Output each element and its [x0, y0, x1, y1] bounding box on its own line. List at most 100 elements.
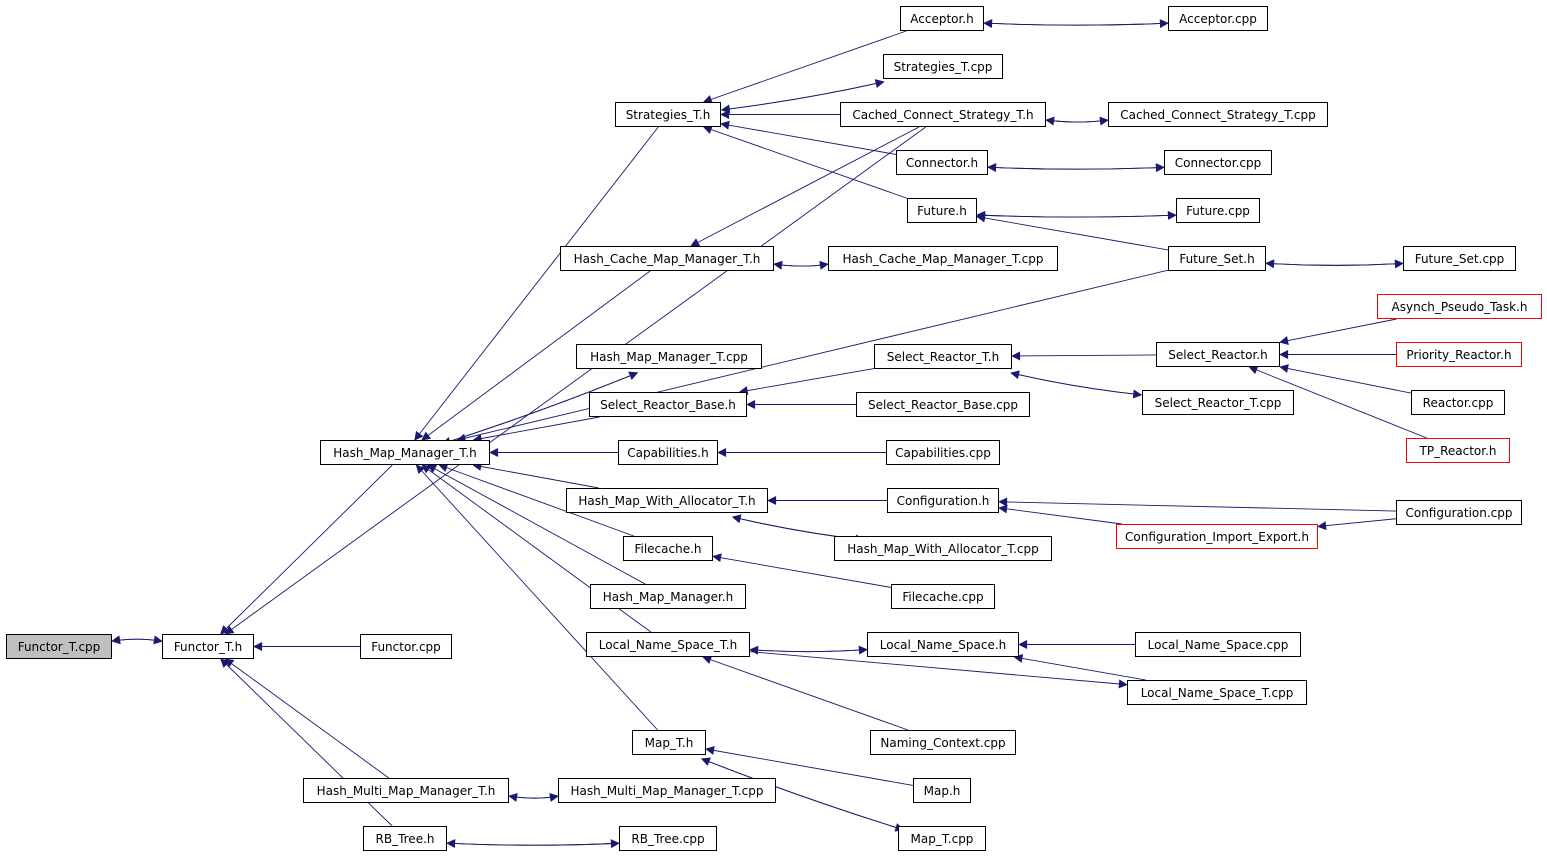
node-hash-cache-map-manager-t-cpp[interactable]: Hash_Cache_Map_Manager_T.cpp — [828, 246, 1058, 271]
node-cached-connect-strategy-t-h[interactable]: Cached_Connect_Strategy_T.h — [840, 102, 1046, 127]
node-acceptor-cpp[interactable]: Acceptor.cpp — [1168, 6, 1268, 31]
edge-cached_connect_strategy_t_cpp-to-cached_connect_strategy_t_h — [1045, 116, 1109, 126]
node-connector-h[interactable]: Connector.h — [896, 150, 988, 175]
node-label: Future_Set.h — [1179, 251, 1255, 266]
node-future-set-h[interactable]: Future_Set.h — [1168, 246, 1266, 271]
edge-filecache_h-to-hash_map_manager_t_h — [438, 463, 634, 537]
edge-connector_cpp-to-connector_h — [987, 163, 1165, 173]
node-local-name-space-cpp[interactable]: Local_Name_Space.cpp — [1135, 632, 1301, 657]
node-cached-connect-strategy-t-cpp[interactable]: Cached_Connect_Strategy_T.cpp — [1108, 102, 1328, 127]
node-rb-tree-cpp[interactable]: RB_Tree.cpp — [619, 826, 717, 851]
node-connector-cpp[interactable]: Connector.cpp — [1164, 150, 1272, 175]
edge-strategies_t_h-to-hash_map_manager_t_h — [414, 126, 659, 441]
node-hash-cache-map-manager-t-h[interactable]: Hash_Cache_Map_Manager_T.h — [560, 246, 774, 271]
node-local-name-space-t-cpp[interactable]: Local_Name_Space_T.cpp — [1127, 680, 1307, 705]
edge-configuration_import_export_h-to-configuration_h — [998, 504, 1122, 525]
node-label: Configuration.cpp — [1405, 505, 1513, 520]
node-label: Filecache.cpp — [902, 589, 984, 604]
edge-hash_map_with_allocator_t_h-to-hash_map_manager_t_h — [472, 462, 599, 489]
edge-cached_connect_strategy_t_h-to-functor_t_h — [224, 126, 926, 635]
node-priority-reactor-h[interactable]: Priority_Reactor.h — [1396, 342, 1522, 367]
node-hash-multi-map-manager-t-h[interactable]: Hash_Multi_Map_Manager_T.h — [303, 778, 509, 803]
node-select-reactor-t-h[interactable]: Select_Reactor_T.h — [874, 344, 1012, 369]
edge-local_name_space_t_cpp-to-local_name_space_h — [1013, 653, 1146, 681]
node-hash-map-with-allocator-t-cpp[interactable]: Hash_Map_With_Allocator_T.cpp — [834, 536, 1052, 561]
node-label: Priority_Reactor.h — [1406, 347, 1512, 362]
node-asynch-pseudo-task-h[interactable]: Asynch_Pseudo_Task.h — [1377, 294, 1542, 319]
node-functor-t-h[interactable]: Functor_T.h — [162, 634, 254, 659]
node-filecache-cpp[interactable]: Filecache.cpp — [891, 584, 995, 609]
node-label: Hash_Cache_Map_Manager_T.cpp — [842, 251, 1044, 266]
edge-future_set_h-to-hash_map_manager_t_h — [456, 269, 1169, 443]
node-future-set-cpp[interactable]: Future_Set.cpp — [1403, 246, 1516, 271]
node-strategies-t-cpp[interactable]: Strategies_T.cpp — [883, 54, 1003, 79]
edge-select_reactor_t_cpp-to-select_reactor_t_h — [1010, 370, 1142, 396]
node-label: Map_T.cpp — [910, 831, 974, 846]
node-hash-map-manager-t-h[interactable]: Hash_Map_Manager_T.h — [320, 440, 490, 465]
node-select-reactor-base-cpp[interactable]: Select_Reactor_Base.cpp — [856, 392, 1030, 417]
node-reactor-cpp[interactable]: Reactor.cpp — [1411, 390, 1505, 415]
node-local-name-space-t-h[interactable]: Local_Name_Space_T.h — [586, 632, 750, 657]
node-select-reactor-h[interactable]: Select_Reactor.h — [1156, 342, 1280, 367]
edge-configuration_cpp-to-configuration_h — [998, 497, 1397, 512]
node-label: Local_Name_Space_T.cpp — [1140, 685, 1294, 700]
node-label: Functor.cpp — [371, 639, 441, 654]
node-future-h[interactable]: Future.h — [907, 198, 977, 223]
node-local-name-space-h[interactable]: Local_Name_Space.h — [867, 632, 1019, 657]
node-label: Select_Reactor_T.cpp — [1154, 395, 1282, 410]
node-label: Strategies_T.cpp — [893, 59, 993, 74]
node-hash-map-manager-t-cpp[interactable]: Hash_Map_Manager_T.cpp — [576, 344, 762, 369]
node-functor-t-cpp[interactable]: Functor_T.cpp — [6, 634, 112, 659]
edge-filecache_cpp-to-filecache_h — [712, 553, 892, 588]
node-configuration-import-export-h[interactable]: Configuration_Import_Export.h — [1116, 524, 1318, 549]
node-hash-map-with-allocator-t-h[interactable]: Hash_Map_With_Allocator_T.h — [566, 488, 768, 513]
edge-local_name_space_t_h-to-local_name_space_t_cpp — [749, 651, 1128, 689]
edge-select_reactor_t_h-to-select_reactor_base_h — [738, 368, 875, 396]
node-select-reactor-t-cpp[interactable]: Select_Reactor_T.cpp — [1142, 390, 1294, 415]
node-capabilities-cpp[interactable]: Capabilities.cpp — [886, 440, 1000, 465]
edge-local_name_space_h-to-local_name_space_t_h — [749, 645, 868, 655]
node-label: Map.h — [923, 783, 961, 798]
node-hash-multi-map-manager-t-cpp[interactable]: Hash_Multi_Map_Manager_T.cpp — [558, 778, 776, 803]
node-label: Functor_T.cpp — [17, 639, 101, 654]
node-map-t-cpp[interactable]: Map_T.cpp — [898, 826, 986, 851]
edge-future_set_cpp-to-future_set_h — [1265, 259, 1404, 269]
node-label: Configuration.h — [896, 493, 990, 508]
edge-acceptor_h-to-strategies_t_h — [702, 30, 907, 104]
node-hash-map-manager-h[interactable]: Hash_Map_Manager.h — [590, 584, 746, 609]
node-label: Hash_Map_Manager_T.cpp — [590, 349, 748, 364]
node-label: Hash_Map_With_Allocator_T.h — [578, 493, 756, 508]
edge-connector_h-to-strategies_t_h — [720, 120, 897, 155]
node-filecache-h[interactable]: Filecache.h — [623, 536, 713, 561]
node-naming-context-cpp[interactable]: Naming_Context.cpp — [870, 730, 1016, 755]
node-configuration-h[interactable]: Configuration.h — [887, 488, 999, 513]
node-map-h[interactable]: Map.h — [913, 778, 971, 803]
node-functor-cpp[interactable]: Functor.cpp — [360, 634, 452, 659]
node-configuration-cpp[interactable]: Configuration.cpp — [1396, 500, 1522, 525]
node-label: Local_Name_Space.h — [879, 637, 1007, 652]
node-rb-tree-h[interactable]: RB_Tree.h — [363, 826, 447, 851]
node-label: Future.h — [917, 203, 967, 218]
node-tp-reactor-h[interactable]: TP_Reactor.h — [1406, 438, 1510, 463]
edge-select_reactor_t_h-to-select_reactor_t_cpp — [1010, 372, 1143, 399]
node-label: Acceptor.h — [910, 11, 974, 26]
node-map-t-h[interactable]: Map_T.h — [632, 730, 706, 755]
node-label: TP_Reactor.h — [1419, 443, 1497, 458]
node-label: Capabilities.h — [627, 445, 709, 460]
node-label: Local_Name_Space_T.h — [598, 637, 738, 652]
node-label: Select_Reactor.h — [1168, 347, 1268, 362]
edge-naming_context_cpp-to-local_name_space_t_h — [702, 655, 909, 731]
edge-map_t_h-to-hash_map_manager_t_h — [415, 464, 658, 731]
node-label: Cached_Connect_Strategy_T.cpp — [1120, 107, 1316, 122]
node-label: Future.cpp — [1186, 203, 1250, 218]
node-capabilities-h[interactable]: Capabilities.h — [618, 440, 718, 465]
node-label: Local_Name_Space.cpp — [1147, 637, 1289, 652]
edge-map_h-to-map_t_h — [705, 745, 914, 786]
edge-asynch_pseudo_task_h-to-select_reactor_h — [1279, 318, 1397, 346]
node-label: RB_Tree.h — [375, 831, 435, 846]
edge-configuration_cpp-to-configuration_import_export_h — [1317, 518, 1397, 531]
node-strategies-t-h[interactable]: Strategies_T.h — [615, 102, 721, 127]
node-acceptor-h[interactable]: Acceptor.h — [900, 6, 984, 31]
node-future-cpp[interactable]: Future.cpp — [1176, 198, 1260, 223]
node-select-reactor-base-h[interactable]: Select_Reactor_Base.h — [589, 392, 747, 417]
